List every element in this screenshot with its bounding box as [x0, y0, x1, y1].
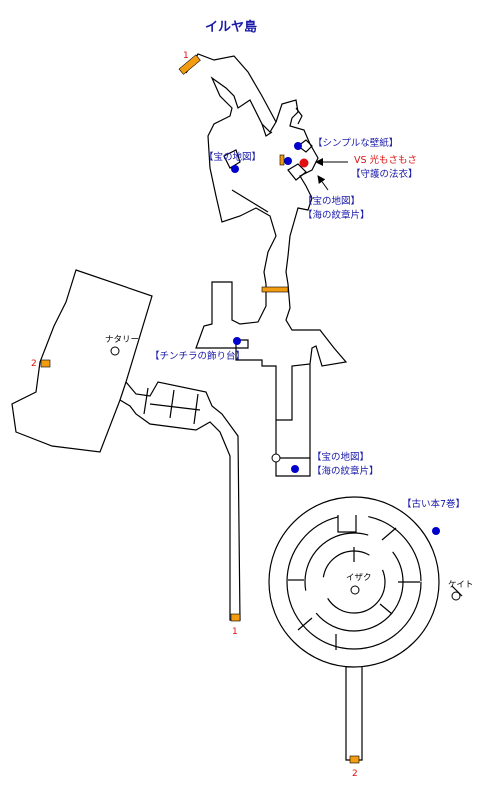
npc-natari-icon[interactable] — [110, 346, 120, 356]
chest-icon[interactable] — [231, 165, 239, 173]
boss-marker-icon[interactable] — [299, 158, 309, 168]
chest-icon[interactable] — [294, 142, 302, 150]
treasure-chests — [231, 142, 440, 535]
item-label-guardian-robe: 【守護の法衣】 — [351, 168, 418, 180]
item-label-mid-crest: 【海の紋章片】 — [312, 465, 379, 477]
warp-number-bottom: 2 — [352, 769, 358, 779]
door-marker — [279, 154, 285, 166]
warp-door-west[interactable] — [40, 359, 51, 368]
boss-label: VS 光もさもさ — [354, 154, 417, 166]
round-tower-walls — [268, 496, 463, 761]
north-cave-walls — [185, 53, 319, 285]
item-arrow — [317, 175, 329, 191]
item-label-east-crest: 【海の紋章片】 — [303, 209, 370, 221]
chest-icon[interactable] — [284, 157, 292, 165]
middle-walls — [195, 281, 348, 477]
chest-icon[interactable] — [291, 465, 299, 473]
chest-icon[interactable] — [432, 527, 440, 535]
item-label-wallpaper: 【シンプルな壁紙】 — [313, 137, 398, 149]
warp-door-south-corridor[interactable] — [230, 613, 241, 622]
map-title: イルヤ島 — [205, 19, 257, 35]
npc-isaku-icon[interactable] — [350, 585, 360, 595]
warp-number-top: 1 — [183, 51, 189, 61]
warp-door-bottom[interactable] — [349, 755, 360, 764]
item-label-old-book: 【古い本7巻】 — [402, 498, 465, 510]
warp-door-mid[interactable] — [261, 286, 289, 293]
item-label-north-map: 【宝の地図】 — [204, 151, 261, 163]
item-label-east-map: 【宝の地図】 — [303, 195, 360, 207]
npc-keito-label: ケイト — [448, 580, 473, 590]
item-label-mid-map: 【宝の地図】 — [312, 451, 369, 463]
npc-natari-label: ナタリー — [105, 335, 139, 345]
npc-isaku-label: イザク — [346, 573, 372, 583]
warp-doors — [40, 54, 360, 764]
chest-icon[interactable] — [233, 337, 241, 345]
npc-keito-icon[interactable] — [451, 591, 461, 601]
warp-door-top[interactable] — [178, 54, 201, 75]
npc-icon[interactable] — [271, 453, 281, 463]
warp-number-west: 2 — [31, 359, 37, 369]
warp-number-south-corridor: 1 — [232, 627, 238, 637]
west-room-walls — [11, 269, 241, 621]
item-label-chinchira: 【チンチラの飾り台】 — [150, 350, 245, 362]
